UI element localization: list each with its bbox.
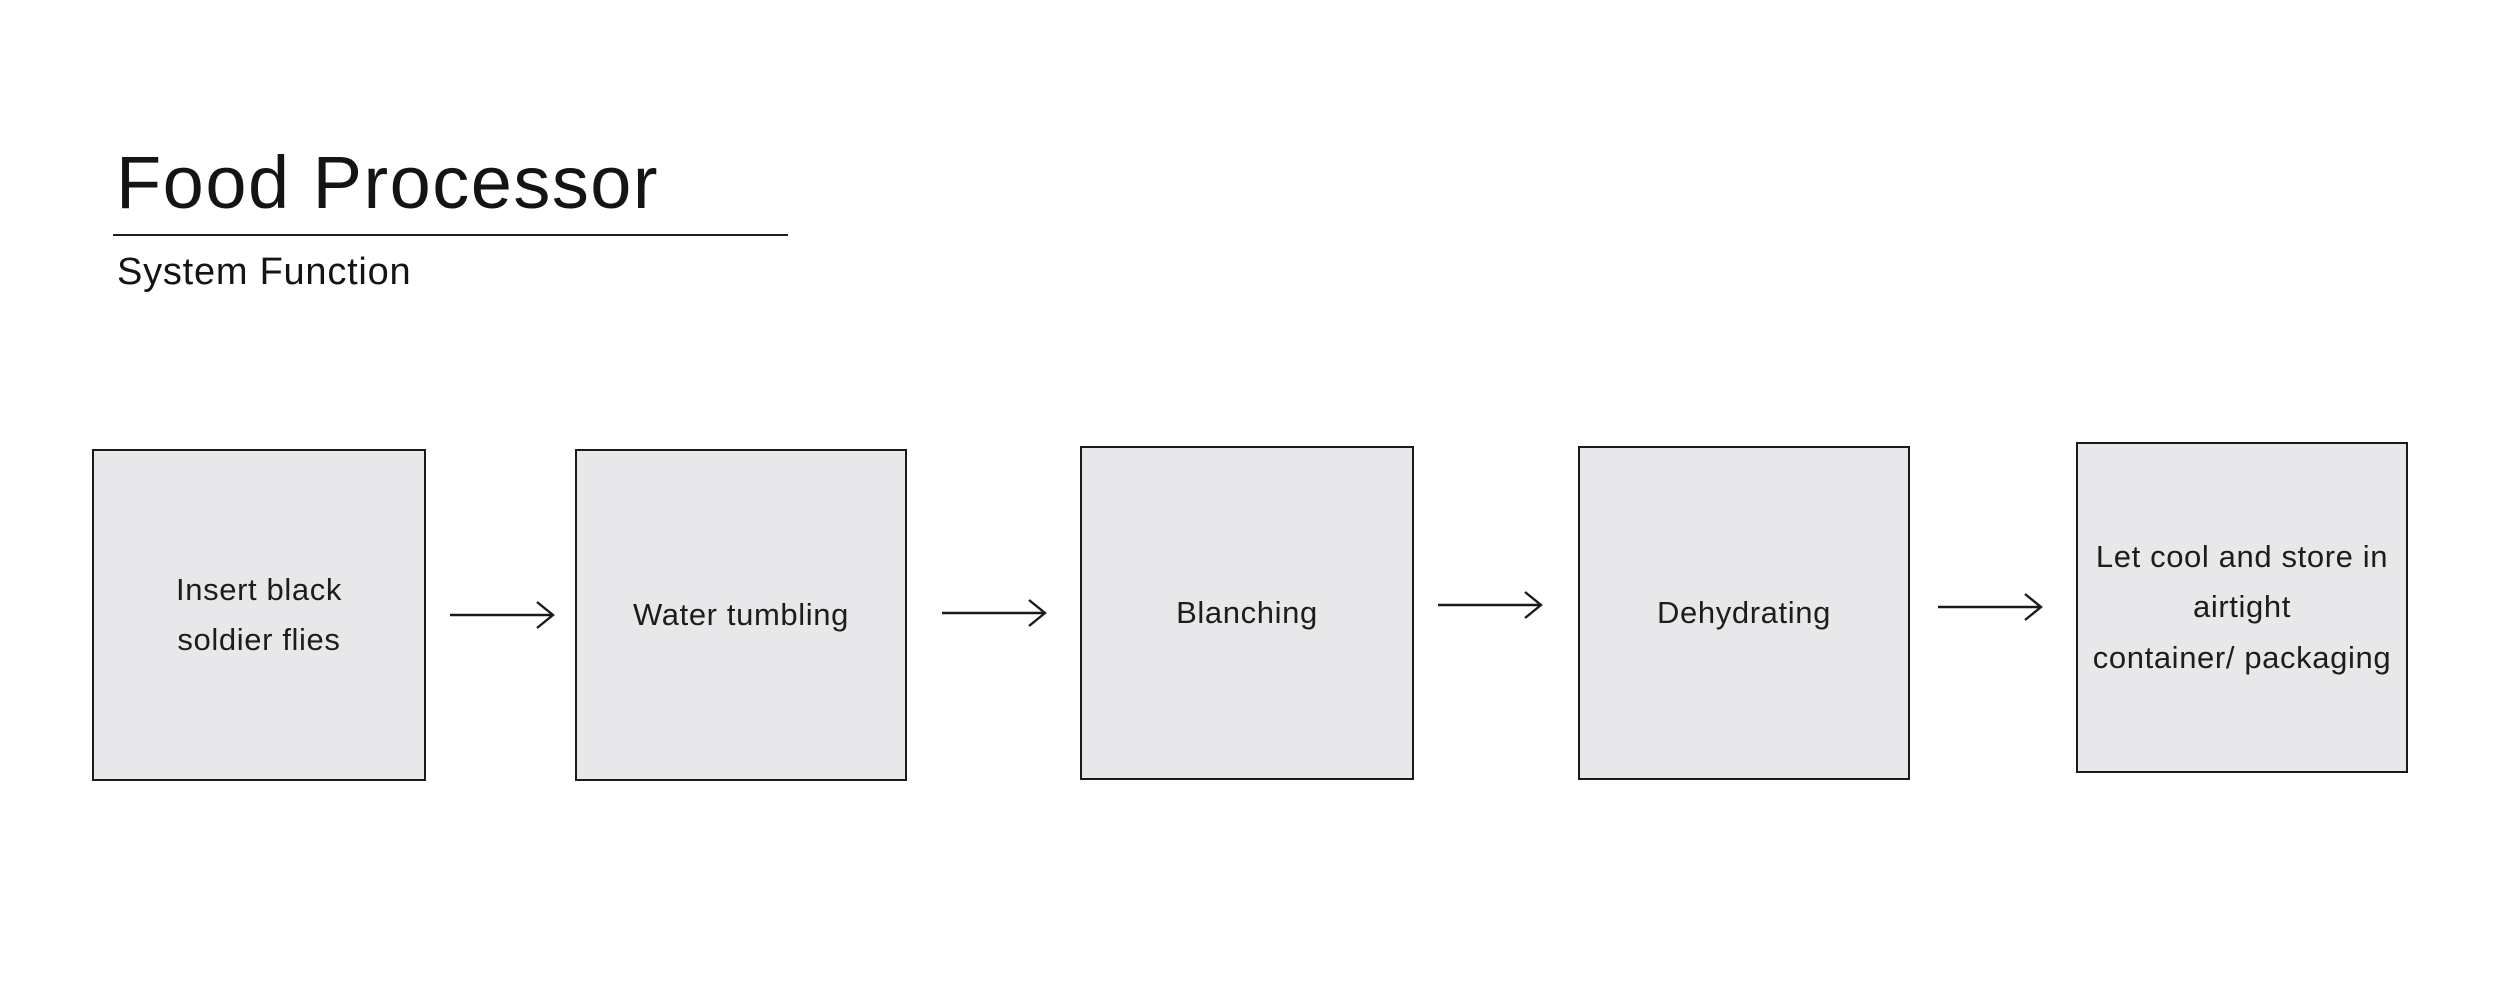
flow-step-label-line: airtight (2192, 589, 2291, 625)
flow-step-dehydrating: Dehydrating (1578, 446, 1910, 780)
flow-step-label-line: container/ packaging (2092, 639, 2392, 675)
page-subtitle: System Function (117, 251, 412, 293)
flow-step-insert-black-soldier-flies: Insert black soldier flies (92, 449, 426, 781)
flow-step-cool-and-store: Let cool and store in airtight container… (2076, 442, 2408, 773)
flow-step-label: Let cool and store in airtight container… (2087, 532, 2397, 683)
arrow-right-icon (1438, 591, 1543, 619)
title-underline (113, 234, 788, 236)
flow-step-label: Water tumbling (627, 590, 855, 640)
flow-step-label-line: Water tumbling (633, 596, 849, 632)
flow-step-label-line: Dehydrating (1657, 594, 1831, 630)
page-title: Food Processor (116, 141, 660, 224)
arrow-right-icon (942, 599, 1047, 627)
flow-step-label-line: soldier flies (177, 622, 341, 657)
flow-step-label: Blanching (1170, 588, 1324, 638)
flow-step-label-line: Insert black (176, 571, 342, 607)
flow-step-label: Dehydrating (1651, 588, 1837, 638)
flow-step-water-tumbling: Water tumbling (575, 449, 907, 781)
flow-step-label-line: Let cool and store in (2095, 539, 2389, 575)
arrow-right-icon (1938, 593, 2043, 621)
flow-step-label: Insert black soldier flies (170, 565, 348, 665)
flow-step-label-line: Blanching (1176, 594, 1318, 630)
arrow-right-icon (450, 601, 555, 629)
flow-step-blanching: Blanching (1080, 446, 1414, 780)
